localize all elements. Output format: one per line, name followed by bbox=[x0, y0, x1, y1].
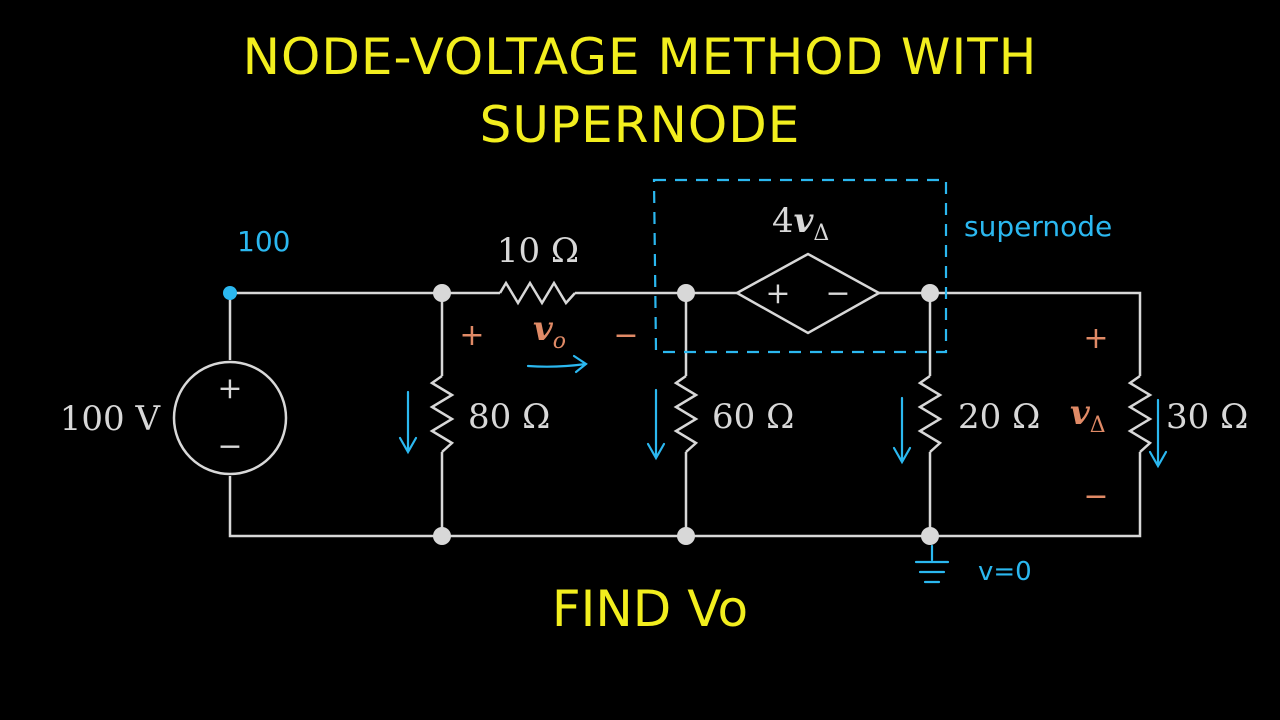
r60-label: 60 Ω bbox=[712, 397, 794, 437]
ground-icon bbox=[914, 544, 950, 584]
r20-label: 20 Ω bbox=[958, 397, 1040, 437]
source-minus: − bbox=[217, 429, 242, 464]
resistor-10 bbox=[498, 280, 576, 306]
ground-voltage-annotation: v=0 bbox=[978, 557, 1032, 587]
vo-direction-arrow bbox=[526, 354, 588, 374]
r80-label: 80 Ω bbox=[468, 397, 550, 437]
voltage-source bbox=[172, 360, 288, 476]
find-prompt: FIND Vo bbox=[551, 580, 749, 638]
vdelta-label: vΔ bbox=[1070, 393, 1106, 438]
node-dots bbox=[433, 284, 939, 545]
dep-source-minus: − bbox=[825, 276, 850, 311]
node-voltage-annotation: 100 bbox=[237, 225, 290, 258]
r10-label: 10 Ω bbox=[497, 231, 579, 271]
dependent-source bbox=[734, 252, 882, 335]
r30-label: 30 Ω bbox=[1166, 397, 1248, 437]
resistor-30 bbox=[1127, 374, 1153, 453]
dep-source-plus: + bbox=[765, 276, 790, 311]
current-arrow-80 bbox=[398, 390, 418, 455]
vo-minus: − bbox=[613, 318, 638, 353]
vo-plus: + bbox=[459, 318, 484, 353]
supernode-boundary bbox=[652, 178, 948, 354]
current-arrows bbox=[398, 354, 1168, 469]
source-label: 100 V bbox=[60, 399, 162, 439]
resistor-60 bbox=[673, 374, 699, 453]
vdelta-plus: + bbox=[1083, 321, 1108, 356]
vo-label: vo bbox=[533, 309, 566, 354]
resistor-80 bbox=[429, 374, 455, 453]
vdelta-minus: − bbox=[1083, 479, 1108, 514]
node-100-marker bbox=[223, 286, 237, 300]
title-line-2: SUPERNODE bbox=[479, 96, 801, 154]
current-arrow-60 bbox=[646, 388, 666, 461]
wires bbox=[228, 291, 1142, 538]
resistor-20 bbox=[917, 374, 943, 453]
dep-source-label: 4vΔ bbox=[772, 201, 829, 246]
title-line-1: NODE-VOLTAGE METHOD WITH bbox=[242, 28, 1038, 86]
current-arrow-20 bbox=[892, 396, 912, 465]
source-plus: + bbox=[217, 371, 242, 406]
current-arrow-30 bbox=[1148, 398, 1168, 469]
supernode-annotation: supernode bbox=[964, 210, 1112, 243]
